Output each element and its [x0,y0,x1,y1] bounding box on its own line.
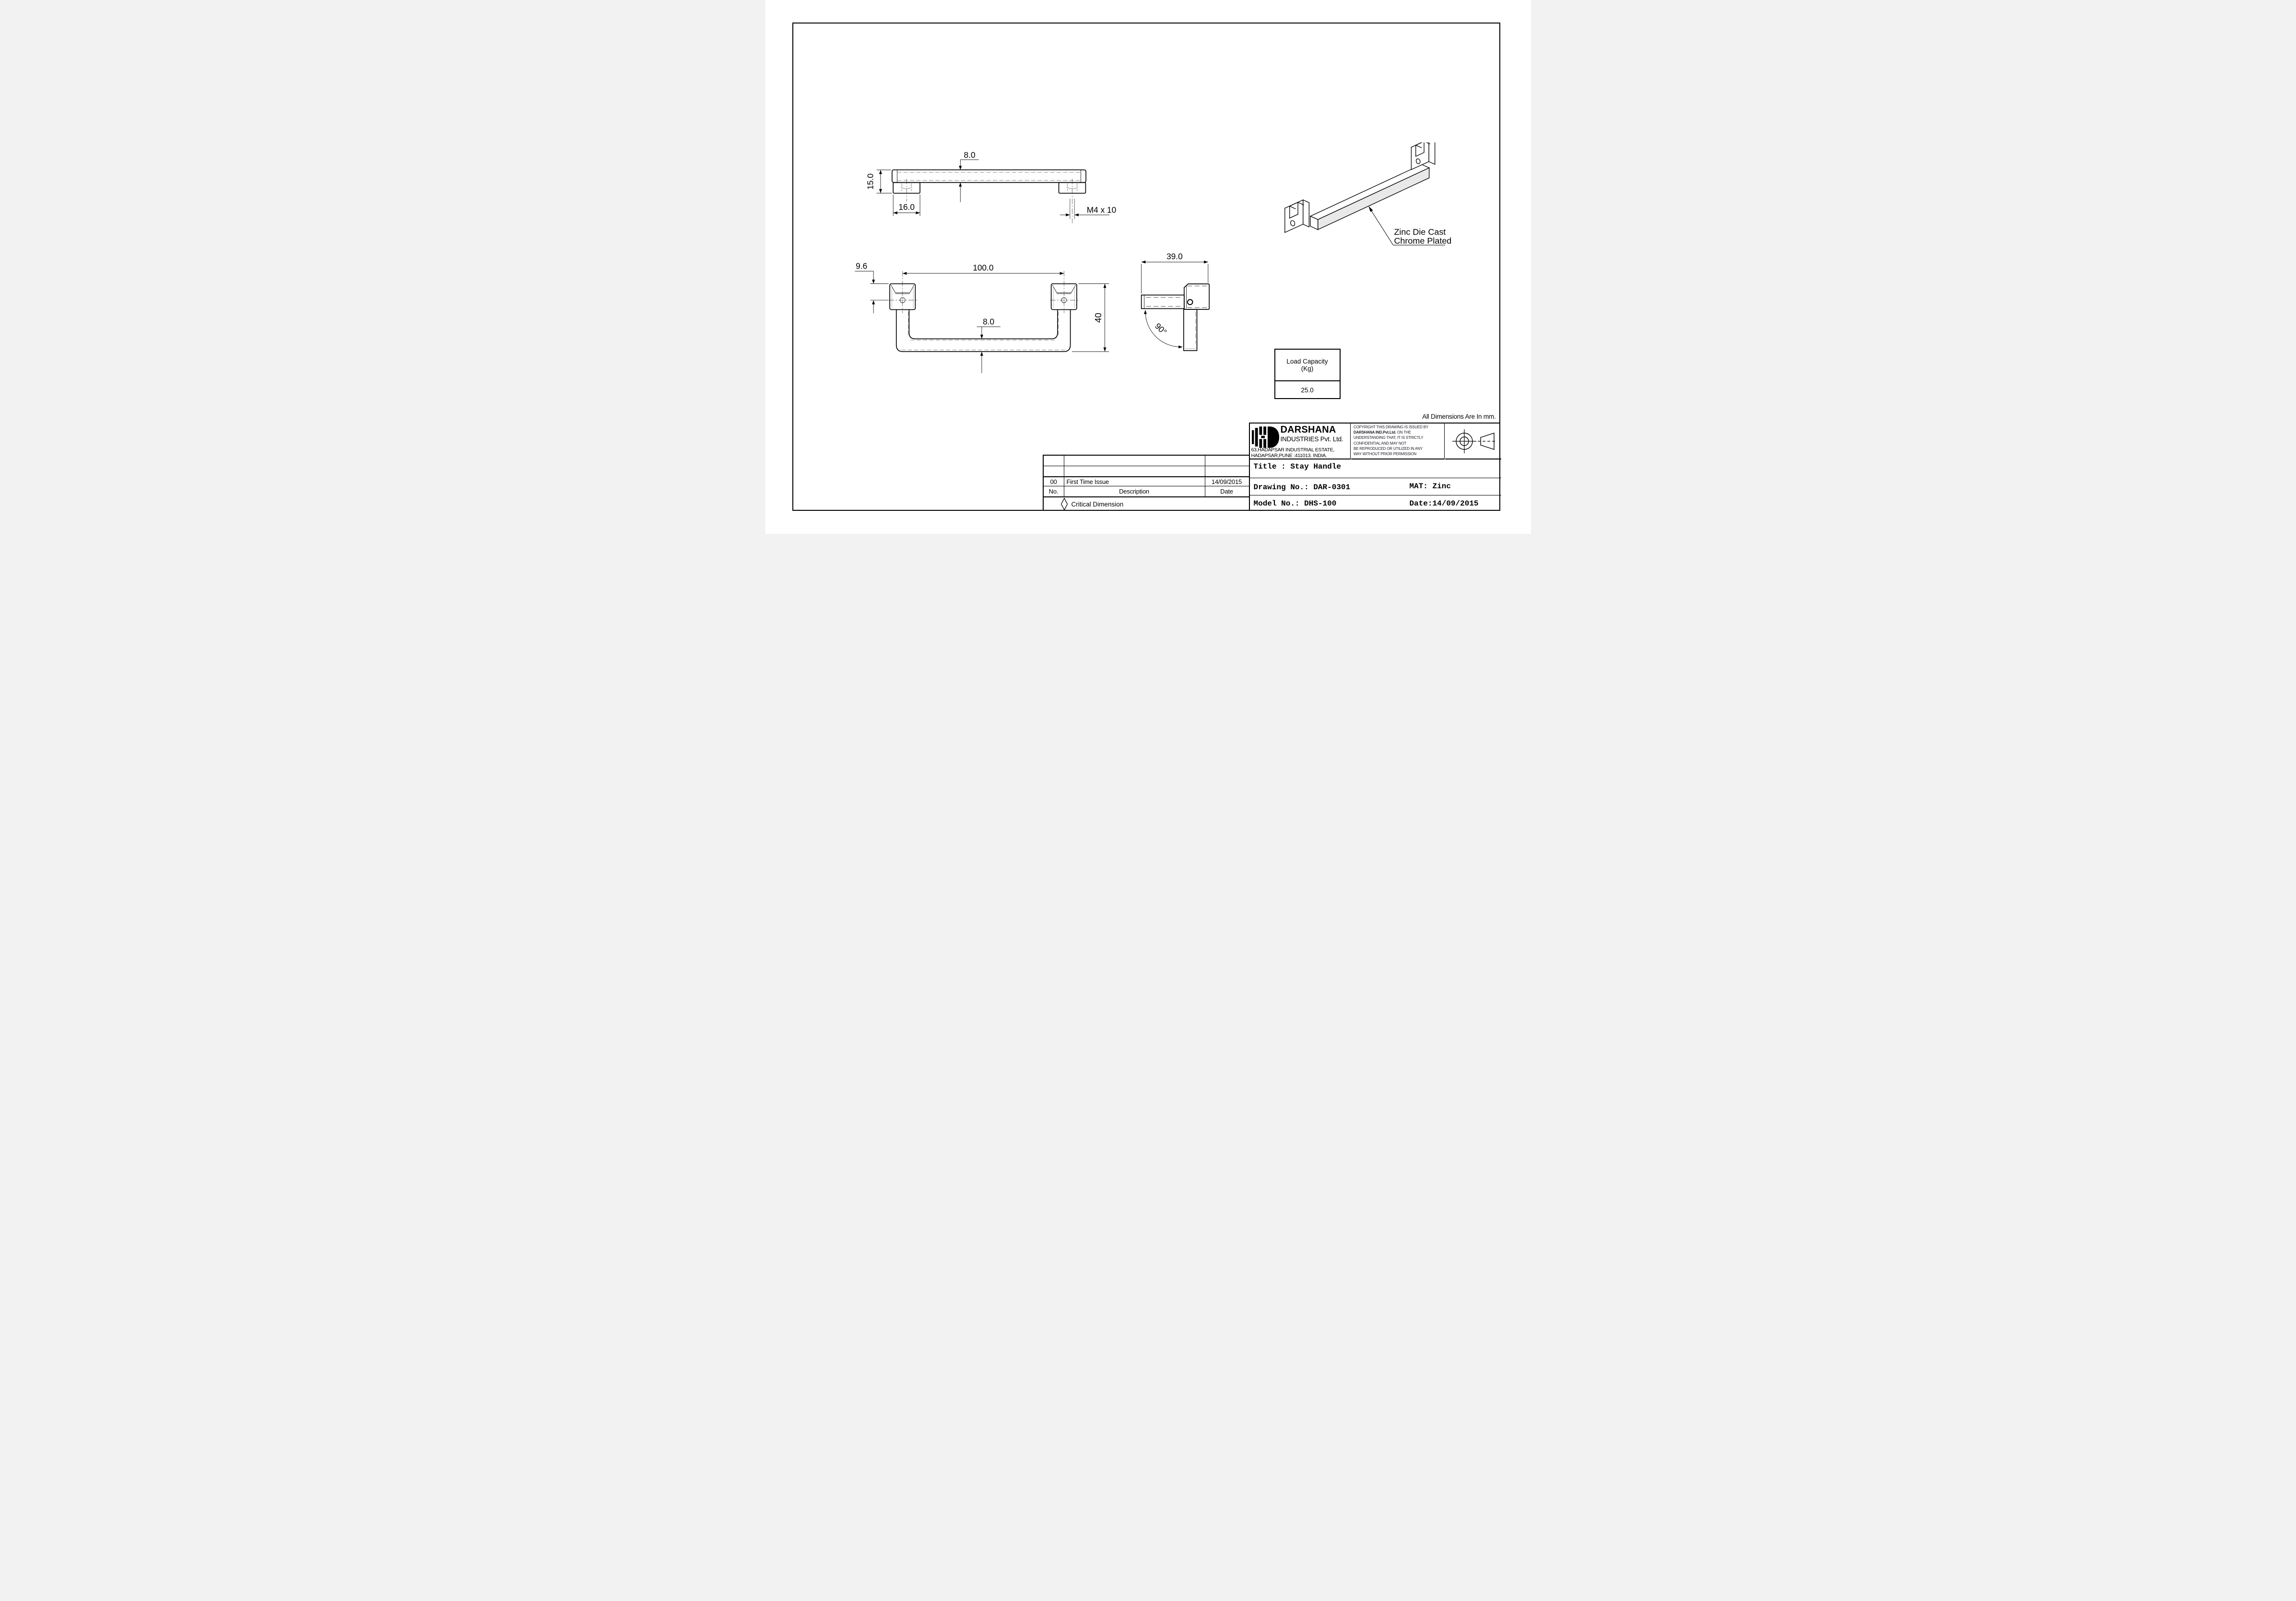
issue-date: Date:14/09/2015 [1409,499,1479,508]
side-view-hidden-lines [1146,285,1208,344]
front-view-hidden-lines [901,311,1065,351]
company-address1: 63,HADAPSAR INDUSTRIAL ESTATE, [1251,447,1335,453]
revision-row-description: First Time Issue [1066,478,1109,485]
third-angle-projection-icon [1452,429,1497,453]
top-view-centerlines [906,178,1072,224]
load-capacity-table: Load Capacity (Kg) 25.0 [1274,349,1341,399]
drawing-title: Title : Stay Handle [1253,462,1341,471]
copyright-line5: BE REPRODUCED OR UTILIZED IN ANY [1354,446,1423,451]
company-type: INDUSTRIES Pvt. Ltd. [1280,436,1343,443]
iso-upper-clamp [1411,142,1435,170]
copyright-line4: CONFIDENTIAL AND MAY NOT [1354,441,1407,446]
copyright-company: DARSHANA IND.Pvt.Ltd. [1354,430,1396,435]
dim-label-front-hole-spacing: 100.0 [973,263,993,272]
iso-lower-clamp [1284,199,1309,233]
dim-label-front-bar-section: 8.0 [983,317,994,326]
model-no-row: Model No.: DHS-100 Date:14/09/2015 [1250,496,1501,511]
copyright-line2-rest: ON THE [1396,430,1411,435]
dim-label-top-screw: M4 x 10 [1086,205,1116,214]
top-view-part [891,169,1086,194]
model-number: Model No.: DHS-100 [1253,499,1337,508]
dim-label-front-height: 40 [1093,313,1103,323]
critical-dimension-label: Critical Dimension [1071,500,1124,508]
dim-front-block-offset: 9.6 [854,261,889,314]
company-address2: HADAPSAR,PUNE :411013. INDIA. [1251,453,1327,459]
company-name: DARSHANA [1280,424,1336,435]
iso-handle-bar [1309,164,1430,230]
dim-front-height: 40 [1071,283,1109,352]
callout-line1: Zinc Die Cast [1394,227,1446,236]
dim-front-hole-spacing: 100.0 [902,263,1064,275]
copyright-line6: WAY WITHOUT PRIOR PERMISSION [1354,452,1417,457]
revtable-rowline-4 [1043,496,1249,497]
units-note: All Dimensions Are In mm. [1422,413,1496,420]
dim-top-foot-width: 16.0 [893,194,920,216]
load-capacity-title-line1: Load Capacity [1286,358,1328,365]
dim-side-angle: 90° [1143,310,1183,349]
front-view-side-lines [891,286,1075,308]
isometric-view-drawing: Zinc Die Cast Chrome Plated [1284,142,1451,246]
revtable-rowline-2 [1043,476,1249,477]
load-capacity-value: 25.0 [1301,387,1314,394]
critical-dimension-diamond-icon [1060,498,1068,510]
top-view-hidden-lines [897,172,1081,191]
darshana-logo [1251,426,1279,448]
material: MAT: Zinc [1409,482,1451,491]
revision-table: 00 First Time Issue 14/09/2015 No. Descr… [1042,455,1249,511]
iso-callout: Zinc Die Cast Chrome Plated [1368,206,1451,246]
revtable-header-no: No. [1048,488,1059,495]
dim-label-side-angle: 90° [1153,321,1169,337]
drawing-number: Drawing No.: DAR-0301 [1253,483,1351,492]
copyright-line1: COPYRIGHT THIS DRAWING IS ISSUED BY [1354,425,1428,429]
dim-side-depth: 39.0 [1141,251,1208,294]
side-view-drawing: 39.0 90° [1141,251,1210,351]
revision-row-no: 00 [1050,478,1057,485]
front-view-block-details [890,284,1076,303]
dim-top-screw: M4 x 10 [1060,199,1116,219]
load-capacity-title-line2: (Kg) [1301,365,1314,372]
load-capacity-header: Load Capacity (Kg) [1275,350,1340,381]
dim-label-top-bar-section: 8.0 [964,150,975,160]
top-view-screw-arcs [900,187,1078,189]
dim-label-front-block-offset: 9.6 [856,261,867,271]
copyright-line2: DARSHANA IND.Pvt.Ltd. ON THE [1354,430,1444,435]
dim-label-top-height: 15.0 [865,174,875,190]
dim-label-top-foot-width: 16.0 [898,202,915,212]
dim-front-bar-section: 8.0 [977,317,1001,374]
side-view-part [1141,283,1210,351]
revision-row-date: 14/09/2015 [1211,478,1242,485]
side-view-hole [1185,299,1196,349]
copyright-line3: UNDERSTANDING THAT, IT IS STRICTLY [1354,436,1424,440]
front-view-centerlines [888,271,1080,314]
revtable-header-description: Description [1119,488,1149,495]
top-view-drawing: 8.0 15.0 16.0 M4 x 10 [865,150,1116,224]
callout-line2: Chrome Plated [1394,236,1451,246]
drawing-sheet: 8.0 15.0 16.0 M4 x 10 [765,0,1531,534]
drawing-no-row: Drawing No.: DAR-0301 MAT: Zinc [1249,479,1501,495]
title-block: DARSHANA INDUSTRIES Pvt. Ltd. 63,HADAPSA… [1248,423,1501,511]
critical-dimension-legend: Critical Dimension [1044,497,1249,511]
projection-cell [1445,424,1501,459]
dim-top-bar-section: 8.0 [958,150,979,202]
side-view-edges [1143,285,1187,309]
title-row: Title : Stay Handle [1249,460,1501,478]
dim-label-side-depth: 39.0 [1166,251,1183,261]
front-view-drawing: 100.0 9.6 8.0 40 [854,261,1109,374]
company-cell: DARSHANA INDUSTRIES Pvt. Ltd. 63,HADAPSA… [1249,424,1351,459]
dim-top-height: 15.0 [865,169,892,194]
revtable-header-date: Date [1220,488,1233,495]
copyright-cell: COPYRIGHT THIS DRAWING IS ISSUED BY DARS… [1351,424,1445,459]
sheet-border [792,23,1500,511]
